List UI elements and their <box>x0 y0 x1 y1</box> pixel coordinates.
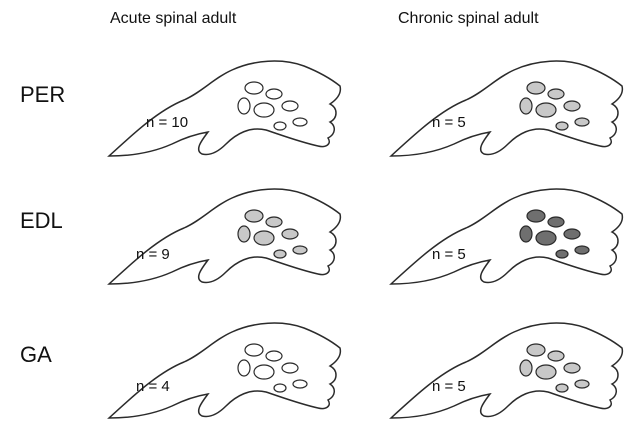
paw-ga-chronic <box>386 310 626 420</box>
n-label-ga-chronic: n = 5 <box>432 378 466 395</box>
paw-per-acute <box>104 48 344 158</box>
n-label-edl-acute: n = 9 <box>136 246 170 263</box>
column-header-chronic: Chronic spinal adult <box>398 10 539 27</box>
paw-ga-acute <box>104 310 344 420</box>
n-label-per-acute: n = 10 <box>146 114 189 131</box>
n-label-ga-acute: n = 4 <box>136 378 170 395</box>
paw-edl-chronic <box>386 176 626 286</box>
column-header-acute: Acute spinal adult <box>110 10 237 27</box>
paw-per-chronic <box>386 48 626 158</box>
row-label-per: PER <box>20 82 66 107</box>
row-label-ga: GA <box>20 342 52 367</box>
row-label-edl: EDL <box>20 208 63 233</box>
paw-edl-acute <box>104 176 344 286</box>
n-label-per-chronic: n = 5 <box>432 114 466 131</box>
n-label-edl-chronic: n = 5 <box>432 246 466 263</box>
